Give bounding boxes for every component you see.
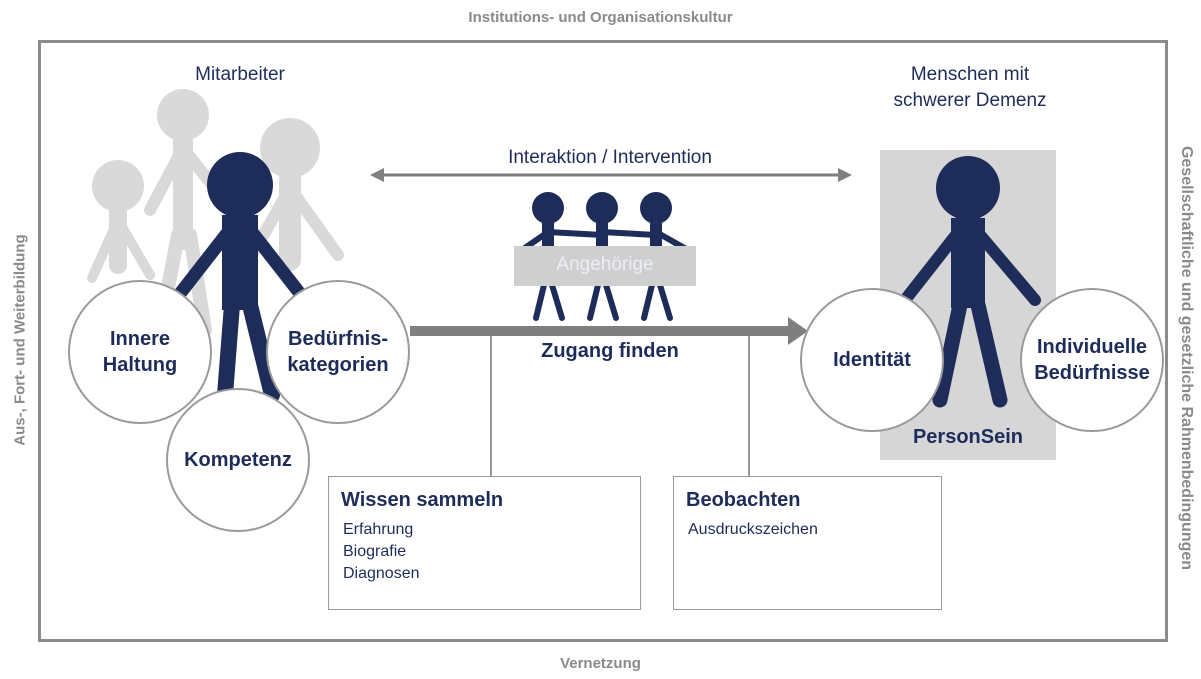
staff-background-figures — [87, 89, 344, 337]
connector-knowledge — [490, 336, 492, 476]
knowledge-box: Wissen sammeln Erfahrung Biografie Diagn… — [328, 476, 641, 610]
observe-title: Beobachten — [686, 489, 801, 511]
circle-identity: Identität — [800, 288, 944, 432]
circle-need-categories: Bedürfnis- kategorien — [266, 280, 410, 424]
circle-inner-attitude: Innere Haltung — [68, 280, 212, 424]
outer-frame — [38, 40, 1168, 642]
access-arrow — [410, 317, 808, 345]
staff-main-figure — [168, 152, 312, 403]
interaction-arrow — [370, 168, 852, 182]
staff-label: Mitarbeiter — [195, 64, 285, 85]
top-frame-label: Institutions- und Organisationskultur — [468, 9, 733, 26]
circle-competence: Kompetenz — [166, 388, 310, 532]
access-label: Zugang finden — [541, 340, 679, 362]
circle-individual-needs: Individuelle Bedürfnisse — [1020, 288, 1164, 432]
patients-label: Menschen mit schwerer Demenz — [893, 64, 1047, 111]
knowledge-item: Biografie — [343, 543, 407, 560]
connector-observe — [748, 336, 750, 476]
personsein-caption: PersonSein — [912, 426, 1024, 448]
relatives-label: Angehörige — [556, 254, 654, 275]
relatives-banner — [514, 246, 696, 286]
bottom-frame-label: Vernetzung — [560, 655, 641, 672]
observe-item: Ausdruckszeichen — [688, 521, 818, 538]
knowledge-item: Diagnosen — [343, 565, 420, 582]
observe-box: Beobachten Ausdruckszeichen — [673, 476, 942, 610]
interaction-label: Interaktion / Intervention — [508, 147, 712, 168]
patient-figure — [899, 156, 1041, 408]
knowledge-item: Erfahrung — [343, 521, 414, 538]
knowledge-title: Wissen sammeln — [341, 489, 504, 511]
